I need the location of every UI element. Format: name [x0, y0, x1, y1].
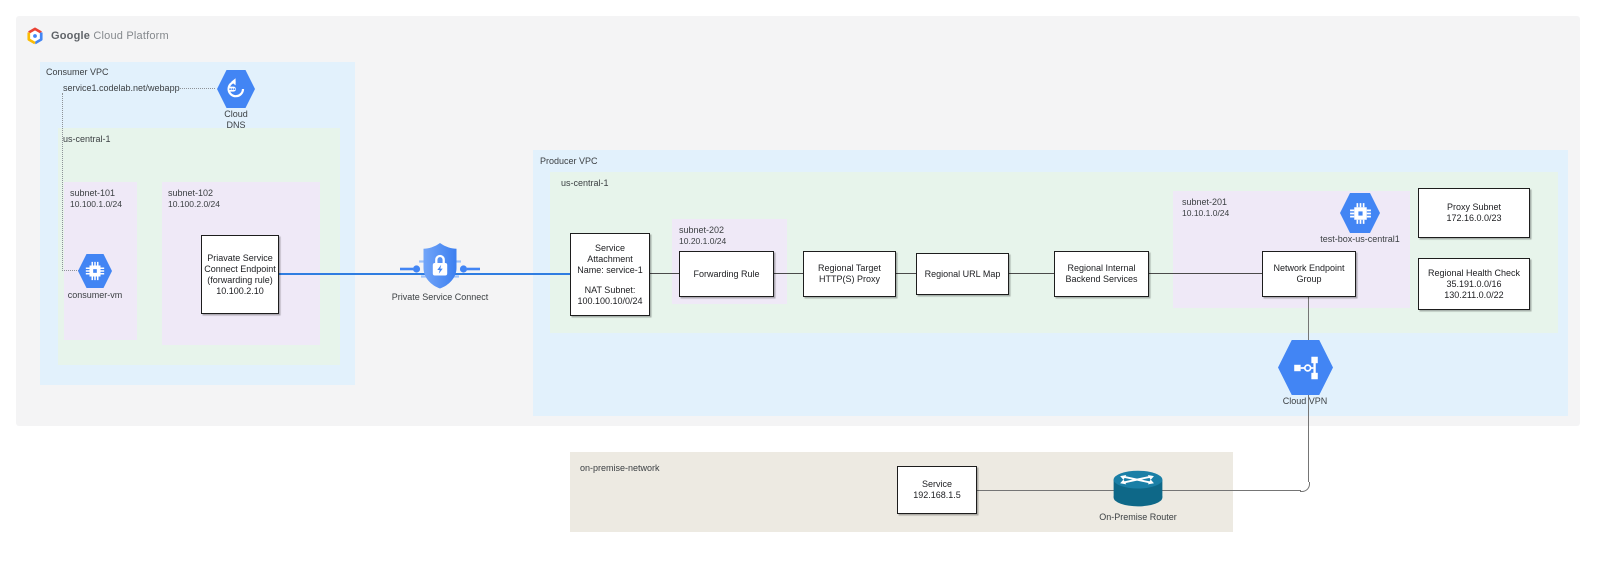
brand-text: Google Cloud Platform	[51, 30, 169, 42]
regional-backend-services-box: Regional Internal Backend Services	[1054, 251, 1149, 297]
health-check-line2: 35.191.0.0/16	[1446, 278, 1502, 289]
forwarding-rule-label: Forwarding Rule	[693, 268, 760, 279]
network-endpoint-group-box: Network Endpoint Group	[1262, 251, 1356, 297]
on-premise-router-icon	[1108, 467, 1168, 511]
service-attachment-line2: Attachment	[587, 253, 633, 264]
dns-record-to-vm-connector-h	[62, 270, 79, 271]
connector-proxy-urlmap	[896, 273, 916, 275]
psc-endpoint-line1: Priavate Service	[207, 252, 273, 263]
dns-record-to-vm-connector-v	[62, 93, 63, 271]
onprem-service-box: Service 192.168.1.5	[897, 466, 977, 514]
neg-line1: Network Endpoint	[1273, 263, 1345, 273]
subnet-202-cidr: 10.20.1.0/24	[679, 236, 727, 246]
on-premise-router-label: On-Premise Router	[1099, 512, 1177, 522]
regional-target-proxy-box: Regional Target HTTP(S) Proxy	[803, 251, 896, 297]
private-service-connect-icon	[398, 240, 482, 292]
subnet-101-cidr: 10.100.1.0/24	[70, 199, 122, 209]
onprem-service-line2: 192.168.1.5	[913, 490, 961, 500]
producer-region-label: us-central-1	[561, 178, 609, 188]
backend-line1: Regional Internal	[1067, 263, 1136, 273]
service-attachment-line3: Name: service-1	[577, 264, 643, 275]
subnet-201-name: subnet-201	[1182, 197, 1228, 207]
connector-corner	[1300, 482, 1310, 492]
regional-url-map-box: Regional URL Map	[916, 253, 1009, 295]
service-attachment-line1: Service	[594, 242, 625, 253]
consumer-region-label: us-central-1	[63, 134, 111, 144]
subnet-102-label: subnet-102 10.100.2.0/24	[168, 188, 220, 210]
cloud-dns-label: Cloud DNS	[196, 109, 276, 131]
subnet-101-label: subnet-101 10.100.1.0/24	[70, 188, 122, 210]
dns-record-to-dns-connector	[180, 88, 215, 89]
subnet-102-name: subnet-102	[168, 188, 214, 198]
subnet-201-label: subnet-201 10.10.1.0/24	[1182, 197, 1229, 219]
proxy-subnet-line1: Proxy Subnet	[1446, 202, 1502, 212]
psc-endpoint-line4: 10.100.2.10	[216, 285, 264, 296]
health-check-line3: 130.211.0.0/22	[1444, 289, 1504, 300]
brand-suffix: Cloud Platform	[93, 30, 169, 42]
connector-sa-fr	[650, 273, 679, 275]
proxy-subnet-box: Proxy Subnet 172.16.0.0/23	[1418, 188, 1530, 238]
neg-line2: Group	[1296, 274, 1322, 284]
on-premise-network-label: on-premise-network	[580, 463, 660, 473]
backend-line2: Backend Services	[1065, 274, 1138, 284]
subnet-202-label: subnet-202 10.20.1.0/24	[679, 225, 726, 247]
gcp-brand: Google Cloud Platform	[26, 27, 169, 45]
psc-endpoint-line2: Connect Endpoint	[204, 263, 276, 274]
onprem-service-line1: Service	[921, 479, 952, 489]
subnet-101-name: subnet-101	[70, 188, 116, 198]
producer-vpc-label: Producer VPC	[540, 156, 598, 166]
brand-google: Google	[51, 30, 91, 42]
gcp-logo-icon	[26, 27, 44, 45]
dns-record-text: service1.codelab.net/webapp	[63, 83, 180, 93]
psc-endpoint-line3: (forwarding rule)	[207, 274, 273, 285]
service-attachment-line4: NAT Subnet:	[584, 284, 636, 295]
test-box-label: test-box-us-central1	[1320, 234, 1400, 244]
connector-backend-neg	[1149, 273, 1262, 275]
health-check-line1: Regional Health Check	[1427, 267, 1521, 278]
service-attachment-line5: 100.100.10/0/24	[577, 295, 643, 306]
subnet-202-name: subnet-202	[679, 225, 725, 235]
consumer-vpc-label: Consumer VPC	[46, 67, 109, 77]
cloud-dns-label-1: Cloud	[224, 109, 248, 119]
regional-health-check-box: Regional Health Check 35.191.0.0/16 130.…	[1418, 258, 1530, 310]
connector-urlmap-backend	[1009, 273, 1054, 275]
consumer-vm-label: consumer-vm	[67, 290, 123, 300]
connector-fr-proxy	[774, 273, 803, 275]
target-proxy-line1: Regional Target	[818, 263, 881, 273]
forwarding-rule-box: Forwarding Rule	[679, 251, 774, 297]
cloud-dns-label-2: DNS	[226, 120, 246, 130]
cloud-vpn-label: Cloud VPN	[1282, 396, 1328, 406]
proxy-subnet-line2: 172.16.0.0/23	[1446, 213, 1502, 223]
private-service-connect-label: Private Service Connect	[391, 292, 489, 302]
url-map-label: Regional URL Map	[924, 268, 1001, 279]
subnet-201-cidr: 10.10.1.0/24	[1182, 208, 1230, 218]
target-proxy-line2: HTTP(S) Proxy	[818, 274, 880, 284]
psc-endpoint-box: Priavate Service Connect Endpoint (forwa…	[201, 235, 279, 314]
subnet-102-cidr: 10.100.2.0/24	[168, 199, 220, 209]
service-attachment-box: Service Attachment Name: service-1 NAT S…	[570, 233, 650, 316]
